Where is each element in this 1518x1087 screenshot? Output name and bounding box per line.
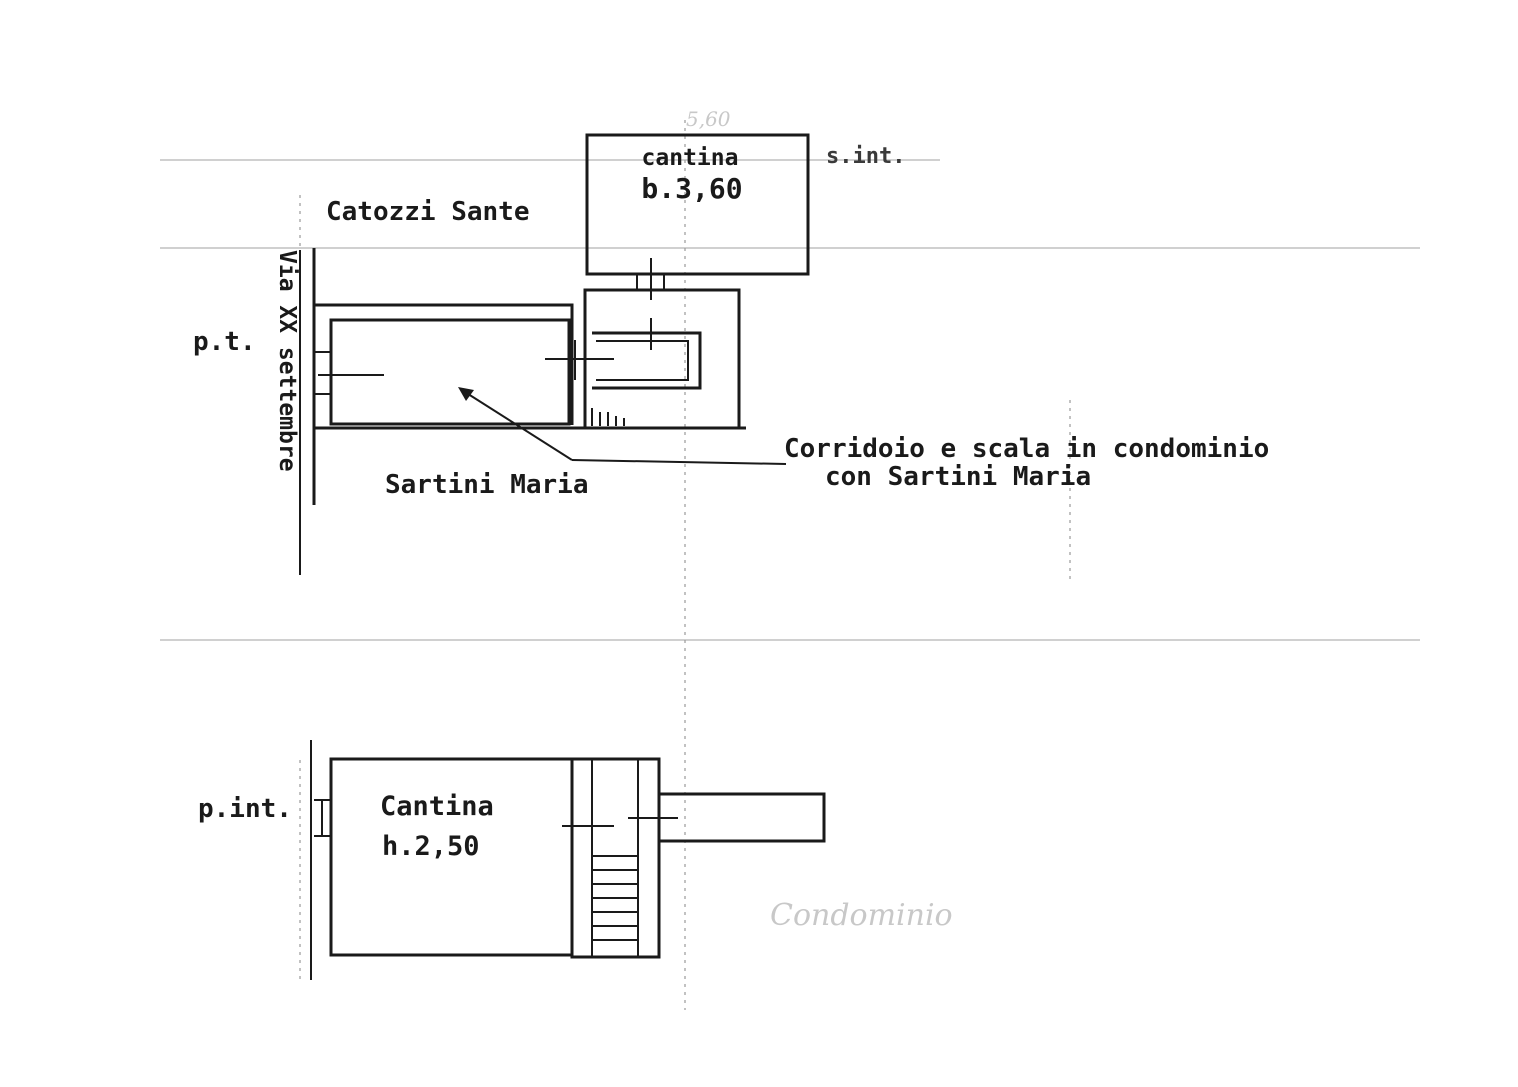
lower-passage [659,792,826,843]
upper-cellar-title: cantina [642,145,739,171]
floor-label-ground: p.t. [193,327,256,357]
stair-well-inner [596,340,689,381]
corridor-stair-ticks [591,408,625,426]
upper-cellar-height: b.3,60 [641,172,742,205]
main-room [329,318,571,426]
lower-stair-treads [592,855,638,941]
owner-leader-line [464,391,573,461]
floor-label-underground: p.int. [198,794,292,824]
owner-label: Sartini Maria [385,470,589,500]
corridor-label-line2: con Sartini Maria [825,462,1091,492]
floor-label-right: s.int. [826,144,905,169]
lower-cellar-height: h.2,50 [382,831,480,862]
pencil-note: Condominio [770,898,953,933]
lower-plan: p.int. Cantina h.2,50 Condominio [198,740,953,980]
paper-guide-lines [160,120,1420,1010]
stair-well [592,331,702,390]
building-outline [314,303,574,425]
corridor-leader-line [571,459,787,465]
upper-plan: cantina b.3,60 s.int. Catozzi Sante p.t.… [193,107,1269,575]
street-label: Via XX settembre [274,250,300,472]
owner-leader-arrow [458,387,474,401]
upper-cellar-room [585,133,810,276]
pencil-dimension: 5,60 [686,107,731,131]
corridor-label-line1: Corridoio e scala in condominio [784,434,1269,464]
lower-stair-block [570,757,661,959]
lower-cellar-title: Cantina [380,791,494,822]
neighbor-label: Catozzi Sante [326,197,530,227]
